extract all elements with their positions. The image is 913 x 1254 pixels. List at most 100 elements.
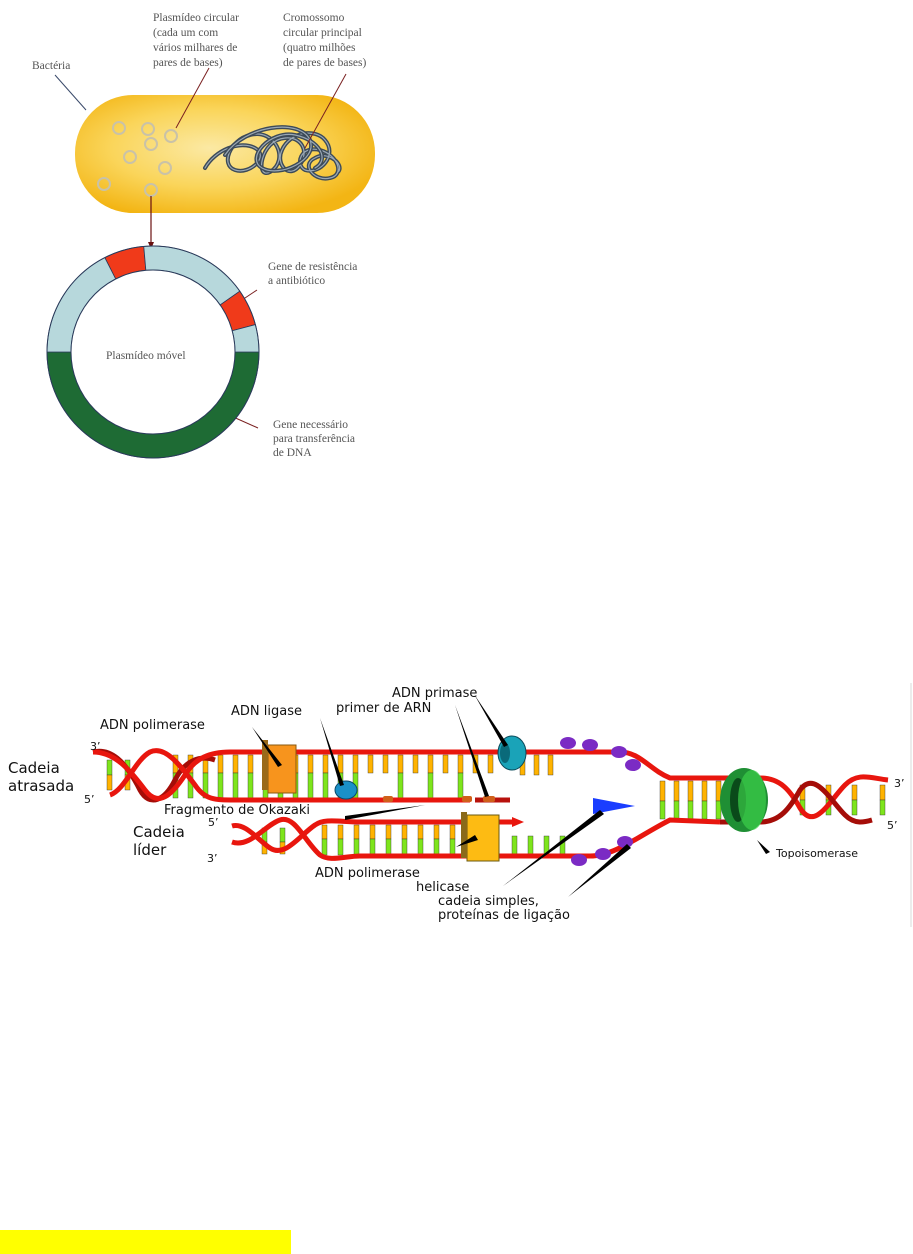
base-pair xyxy=(433,824,440,840)
base-pair xyxy=(382,754,389,774)
base-pair xyxy=(673,800,680,820)
base-pair xyxy=(106,759,113,776)
label-ssb-proteins: cadeia simples, proteínas de ligação xyxy=(438,894,570,923)
base-pair xyxy=(533,754,540,776)
base-pair xyxy=(879,784,886,801)
base-pair xyxy=(687,800,694,820)
base-pair xyxy=(687,780,694,802)
label-lagging-strand: Cadeia atrasada xyxy=(8,759,74,795)
base-pair xyxy=(457,772,464,799)
base-pair xyxy=(673,780,680,802)
okazaki-primers xyxy=(383,796,495,802)
leading-arrow-icon xyxy=(512,817,524,827)
base-pair xyxy=(247,772,254,799)
base-pair xyxy=(369,824,376,840)
base-pair xyxy=(417,824,424,840)
base-pair xyxy=(412,754,419,774)
base-pair xyxy=(322,754,329,774)
label-bacteria: Bactéria xyxy=(32,60,70,72)
base-pair xyxy=(232,772,239,799)
dna-replication-diagram: 3’ Cadeia atrasada 5’ ADN polimerase ADN… xyxy=(8,683,912,927)
base-pair xyxy=(367,754,374,774)
base-pair xyxy=(449,838,456,856)
label-helicase: helicase xyxy=(416,880,469,895)
base-pair xyxy=(106,774,113,791)
highlight-bar xyxy=(0,1230,291,1254)
label-3prime-right: 3’ xyxy=(894,777,905,790)
base-pair xyxy=(487,754,494,774)
base-pair xyxy=(701,780,708,802)
base-pair xyxy=(547,754,554,776)
base-pair xyxy=(369,838,376,856)
base-pair xyxy=(417,838,424,856)
base-pair xyxy=(307,772,314,799)
label-okazaki-fragment: Fragmento de Okazaki xyxy=(164,803,310,818)
bacteria-plasmid-diagram: Bactéria Plasmídeo circular (cada um com… xyxy=(32,12,375,459)
plasmid-circle xyxy=(164,129,178,143)
base-pair xyxy=(247,754,254,774)
label-dna-polymerase-bottom: ADN polimerase xyxy=(315,866,420,881)
base-pair xyxy=(879,799,886,816)
topoisomerase xyxy=(720,768,768,832)
base-pair xyxy=(217,772,224,799)
base-pair xyxy=(715,800,722,820)
base-pair xyxy=(401,824,408,840)
label-main-chromosome: Cromossomo circular principal (quatro mi… xyxy=(283,12,367,69)
base-pair xyxy=(217,754,224,774)
arrow-down-icon xyxy=(148,242,154,249)
label-leading-strand: Cadeia líder xyxy=(133,823,190,859)
lagging-strand xyxy=(92,748,720,803)
base-pair xyxy=(427,772,434,799)
parental-helix xyxy=(720,774,889,825)
label-3prime-leading: 3’ xyxy=(207,852,218,865)
plasmid-circle xyxy=(97,177,111,191)
base-pair xyxy=(449,824,456,840)
label-topoisomerase: Topoisomerase xyxy=(775,847,858,860)
base-pair xyxy=(401,838,408,856)
base-pair xyxy=(511,835,518,856)
base-pair xyxy=(851,799,858,816)
base-pair xyxy=(385,838,392,856)
base-pair xyxy=(385,824,392,840)
label-plasmid-circular: Plasmídeo circular (cada um com vários m… xyxy=(153,12,242,69)
label-dna-ligase: ADN ligase xyxy=(231,704,302,719)
base-pair xyxy=(397,754,404,774)
base-pair xyxy=(397,772,404,799)
base-pair xyxy=(427,754,434,774)
base-pair xyxy=(321,838,328,856)
base-pair xyxy=(337,838,344,856)
label-3prime-lagging: 3’ xyxy=(90,740,101,753)
label-transfer-gene: Gene necessário para transferência de DN… xyxy=(273,419,358,459)
base-pair xyxy=(353,838,360,856)
base-pair xyxy=(701,800,708,820)
base-pair xyxy=(353,824,360,840)
base-pair xyxy=(307,754,314,774)
base-pair xyxy=(352,754,359,774)
label-resistance-gene: Gene de resistência a antibiótico xyxy=(268,261,360,287)
ssb-proteins xyxy=(560,737,641,866)
label-mobile-plasmid: Plasmídeo móvel xyxy=(106,350,186,362)
base-pair xyxy=(433,838,440,856)
plasmid-circle xyxy=(158,161,172,175)
label-5prime-lagging: 5’ xyxy=(84,793,95,806)
base-pair xyxy=(337,824,344,840)
label-dna-primase: ADN primase xyxy=(392,686,477,701)
base-pair xyxy=(851,784,858,801)
base-pair xyxy=(457,754,464,774)
label-5prime-leading: 5’ xyxy=(208,816,219,829)
label-5prime-right: 5’ xyxy=(887,819,898,832)
base-pair xyxy=(337,754,344,774)
base-pair xyxy=(322,772,329,799)
base-pair xyxy=(659,800,666,820)
small-plasmids xyxy=(97,121,178,197)
base-pair xyxy=(279,827,286,843)
base-pair xyxy=(442,754,449,774)
plasmid-circle xyxy=(112,121,126,135)
label-rna-primer: primer de ARN xyxy=(336,701,431,716)
helicase xyxy=(593,798,635,814)
base-pair xyxy=(527,835,534,856)
base-pair xyxy=(321,824,328,840)
base-pair xyxy=(232,754,239,774)
plasmid-circle xyxy=(144,137,158,151)
label-dna-polymerase-top: ADN polimerase xyxy=(100,718,205,733)
